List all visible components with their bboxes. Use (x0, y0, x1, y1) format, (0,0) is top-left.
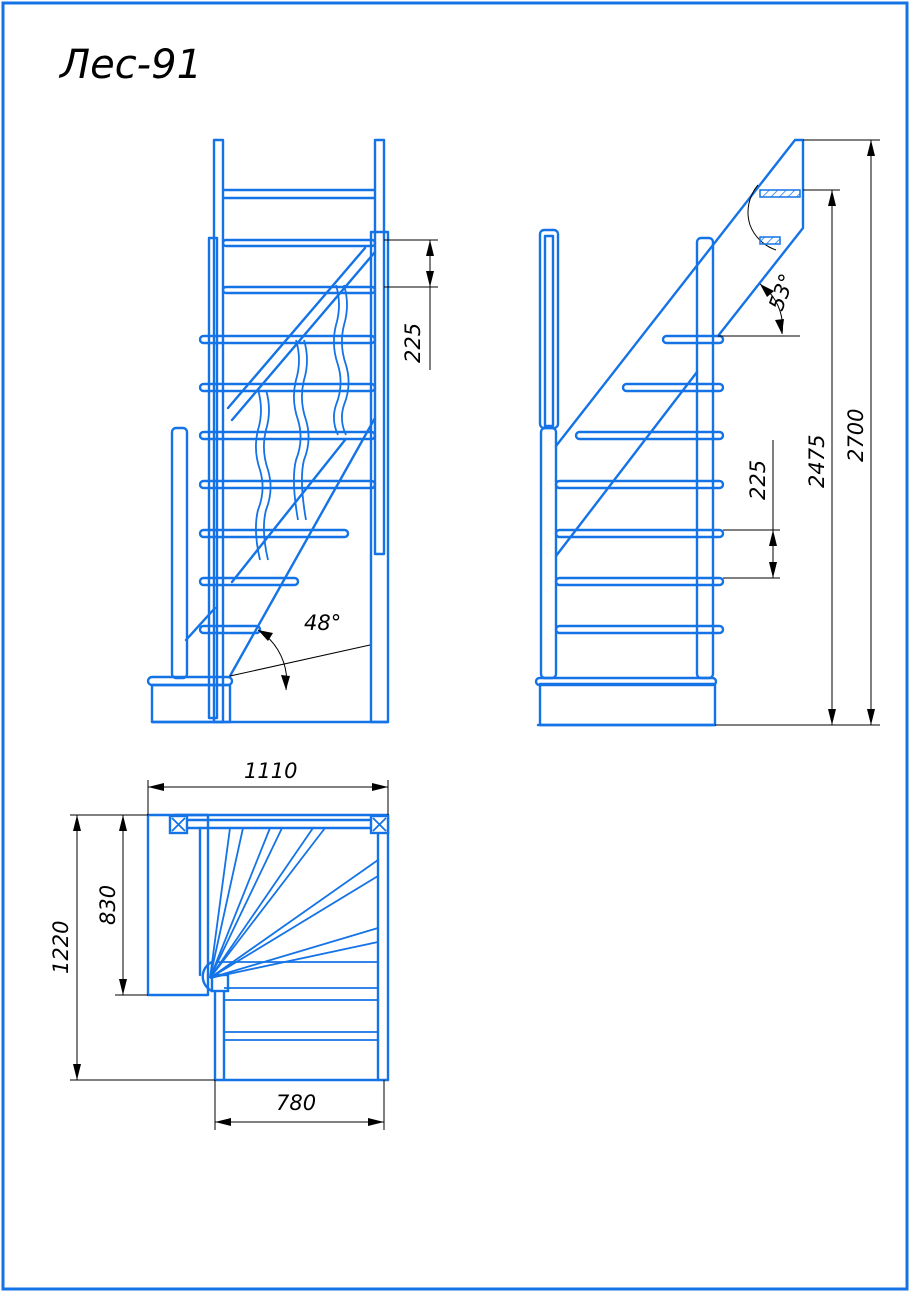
front-baluster (341, 284, 350, 436)
front-baluster (293, 339, 302, 521)
arrow (769, 530, 777, 546)
front-tread (198, 624, 262, 635)
arrow (119, 815, 127, 831)
arrow (760, 284, 774, 297)
plan-winder-line (209, 859, 379, 979)
front-bottom-block (150, 683, 232, 724)
side-handrail-post-inner (543, 234, 555, 428)
arrow (867, 709, 875, 725)
plan-view: 1110 1220 830 780 (49, 759, 390, 1130)
side-tread (661, 334, 725, 345)
front-handrail (226, 246, 367, 410)
arrow (148, 783, 164, 791)
side-section-hatch (759, 236, 781, 245)
side-tread (554, 624, 725, 635)
arrow (828, 190, 836, 206)
front-tread (198, 576, 300, 587)
front-baluster (255, 389, 264, 561)
front-stringer-diagonal-2 (230, 438, 347, 584)
plan-winder-line (209, 827, 271, 979)
arrow (368, 1118, 384, 1126)
front-inner-post (207, 236, 219, 720)
arrow (426, 240, 434, 256)
plan-newel-curve (201, 960, 214, 993)
front-handrail-2 (230, 250, 377, 422)
arrow (775, 319, 784, 334)
plan-landing-dimension: 830 (96, 885, 120, 925)
side-inner-stringer (554, 370, 699, 558)
side-angle-label: 53° (764, 271, 799, 314)
front-balusters (255, 284, 350, 561)
side-tread (554, 528, 725, 539)
plan-winder-line (209, 875, 379, 979)
plan-depth-dimension: 1220 (49, 921, 73, 974)
side-riser-dimension: 225 (746, 460, 770, 500)
side-newel-post (539, 426, 558, 680)
front-tread (221, 238, 377, 248)
arrow (372, 783, 388, 791)
side-tread (554, 576, 725, 587)
arrow (828, 709, 836, 725)
front-baluster (333, 284, 342, 436)
front-baluster (301, 339, 310, 521)
arrow (258, 630, 273, 641)
front-tread (198, 430, 377, 441)
plan-flight-width-dimension: 780 (276, 1091, 316, 1115)
arrow (426, 271, 434, 287)
front-tread (198, 382, 377, 393)
front-angle-label: 48° (304, 611, 341, 635)
plan-post-cross (171, 817, 186, 832)
side-tread (554, 479, 725, 490)
arrow (73, 815, 81, 831)
side-tread (574, 430, 725, 441)
side-handrail-post (538, 228, 560, 430)
side-treads (554, 334, 725, 635)
front-right-post (373, 138, 386, 556)
arrow (215, 1118, 231, 1126)
front-view: 225 48° (146, 138, 438, 724)
side-height-total-dimension: 2700 (844, 409, 868, 462)
front-tread (198, 334, 377, 345)
plan-winder-line (209, 827, 244, 979)
front-lower-rail (184, 606, 217, 642)
plan-winder-line (209, 827, 326, 979)
front-angle-arc (257, 629, 288, 691)
side-section-hatch (759, 189, 801, 198)
plan-winder-line (209, 941, 379, 979)
arrow (73, 1064, 81, 1080)
plan-winder-line (209, 927, 379, 979)
front-tread (221, 285, 377, 295)
plan-width-dimension: 1110 (244, 759, 297, 783)
side-section-arc (747, 184, 777, 251)
side-bottom-step (534, 676, 718, 687)
side-right-post (695, 236, 715, 680)
front-newel-post (170, 426, 189, 680)
front-stringer-diagonal (228, 416, 377, 678)
plan-winder-treads (209, 827, 379, 979)
plan-winder-line (209, 827, 314, 979)
side-height-inner-dimension: 2475 (805, 435, 829, 488)
arrow (867, 140, 875, 156)
side-bottom-block (538, 682, 717, 727)
plan-winder-line (209, 827, 283, 979)
front-right-stringer (369, 230, 390, 724)
front-baluster (263, 389, 272, 561)
arrow (119, 979, 127, 995)
plan-winder-line (209, 827, 231, 979)
side-tread (621, 382, 725, 393)
drawing-title: Лес-91 (58, 42, 202, 88)
arrow (769, 562, 777, 578)
front-angle-ref (229, 644, 371, 677)
plan-post-cross (372, 817, 387, 832)
front-treads (198, 238, 377, 635)
front-tread (198, 479, 377, 490)
front-riser-dimension: 225 (401, 323, 425, 363)
side-view: 53° 225 2475 2700 (534, 138, 880, 727)
arrow (281, 675, 290, 690)
